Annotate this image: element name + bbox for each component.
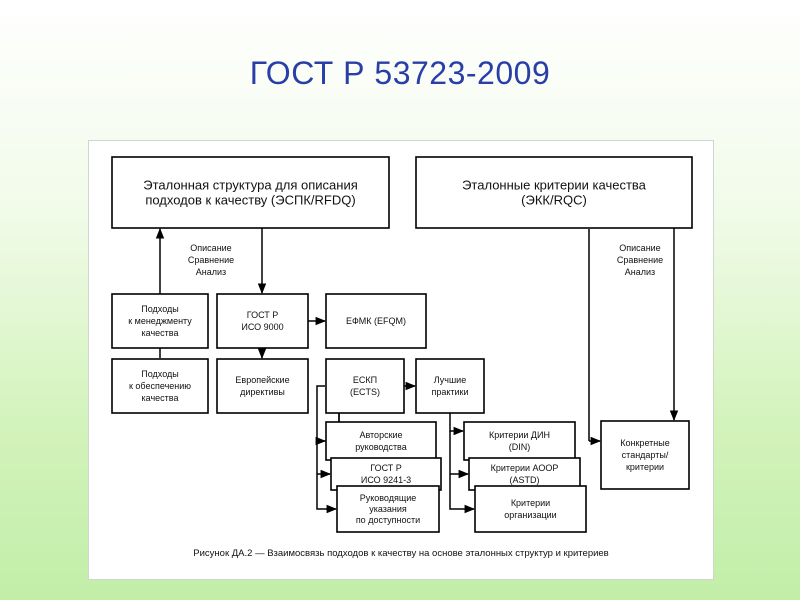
relation-label: Сравнение — [617, 255, 663, 265]
node-box — [415, 358, 485, 414]
node-box — [111, 156, 390, 229]
slide-title: ГОСТ Р 53723-2009 — [249, 55, 551, 91]
node-label: (ECTS) — [350, 387, 380, 397]
node-label: Эталонные критерии качества — [462, 178, 647, 193]
node-label: (ASTD) — [510, 475, 540, 485]
node-label: критерии — [626, 462, 664, 472]
relation-label: Анализ — [625, 267, 655, 277]
node-box — [325, 421, 437, 461]
node-label: ЕФМК (EFQM) — [346, 316, 406, 326]
node-author: Авторские руководства — [325, 421, 437, 461]
node-box — [325, 293, 427, 349]
node-din: Критерии ДИН (DIN) — [463, 421, 576, 461]
relation-label: Анализ — [196, 267, 226, 277]
node-box — [415, 156, 693, 229]
connector — [449, 413, 465, 436]
node-rqc: Эталонные критерии качества(ЭКК/RQC) — [415, 156, 693, 229]
node-eu: Европейские директивы — [216, 358, 309, 414]
diagram-nodes: Эталонная структура для описанияподходов… — [111, 156, 693, 533]
node-label: качества — [142, 393, 179, 403]
node-label: Авторские — [359, 430, 402, 440]
node-label: ГОСТ Р — [370, 463, 402, 473]
node-ects: ЕСКП (ECTS) — [325, 358, 405, 414]
relation-label: Сравнение — [188, 255, 234, 265]
node-box — [474, 485, 587, 533]
node-label: стандарты/ — [622, 450, 669, 460]
quality-approaches-diagram: Эталонная структура для описанияподходов… — [111, 156, 693, 559]
node-label: ИСО 9241-3 — [361, 475, 411, 485]
node-label: Подходы — [141, 304, 178, 314]
node-box — [600, 420, 690, 490]
node-label: ИСО 9000 — [241, 322, 283, 332]
connector — [449, 431, 476, 514]
node-label: ЕСКП — [353, 375, 377, 385]
node-label: Критерии АООР — [491, 463, 559, 473]
node-label: Критерии — [511, 498, 550, 508]
node-label: Руководящие — [360, 493, 417, 503]
node-efqm: ЕФМК (EFQM) — [325, 293, 427, 349]
node-label: Лучшие — [434, 375, 466, 385]
node-org: Критерии организации — [474, 485, 587, 533]
node-label: Эталонная структура для описания — [143, 178, 358, 193]
relation-label: Описание — [619, 243, 660, 253]
node-box — [463, 421, 576, 461]
node-box — [111, 358, 209, 414]
node-qm: Подходы к менеджменту качества — [111, 293, 209, 349]
node-box — [325, 358, 405, 414]
figure-caption: Рисунок ДА.2 — Взаимосвязь подходов к ка… — [193, 548, 608, 559]
node-label: к обеспечению — [129, 381, 191, 391]
node-iso9241: ГОСТ Р ИСО 9241-3 — [330, 457, 442, 491]
node-label: руководства — [355, 442, 407, 452]
node-label: качества — [142, 328, 179, 338]
node-label: директивы — [240, 387, 285, 397]
node-label: Конкретные — [620, 438, 669, 448]
relation-label: Описание — [190, 243, 231, 253]
node-box — [330, 457, 442, 491]
node-label: по доступности — [356, 515, 420, 525]
node-label: к менеджменту — [128, 316, 192, 326]
node-label: (ЭКК/RQC) — [521, 193, 587, 208]
node-best: Лучшие практики — [415, 358, 485, 414]
node-label: организации — [504, 510, 556, 520]
node-label: подходов к качеству (ЭСПК/RFDQ) — [145, 193, 355, 208]
node-label: практики — [431, 387, 468, 397]
node-label: Критерии ДИН — [489, 430, 550, 440]
node-std: Конкретные стандарты/критерии — [600, 420, 690, 490]
node-label: Подходы — [141, 369, 178, 379]
node-box — [216, 358, 309, 414]
node-label: ГОСТ Р — [247, 310, 279, 320]
node-label: Европейские — [235, 375, 289, 385]
connector — [316, 385, 338, 514]
node-rfdq: Эталонная структура для описанияподходов… — [111, 156, 390, 229]
node-label: указания — [369, 504, 407, 514]
diagram-labels: ОписаниеСравнениеАнализОписаниеСравнение… — [188, 243, 663, 559]
node-box — [216, 293, 309, 349]
node-iso9000: ГОСТ Р ИСО 9000 — [216, 293, 309, 349]
node-qa: Подходы к обеспечению качества — [111, 358, 209, 414]
node-label: (DIN) — [509, 442, 531, 452]
node-box — [336, 485, 440, 533]
node-box — [111, 293, 209, 349]
